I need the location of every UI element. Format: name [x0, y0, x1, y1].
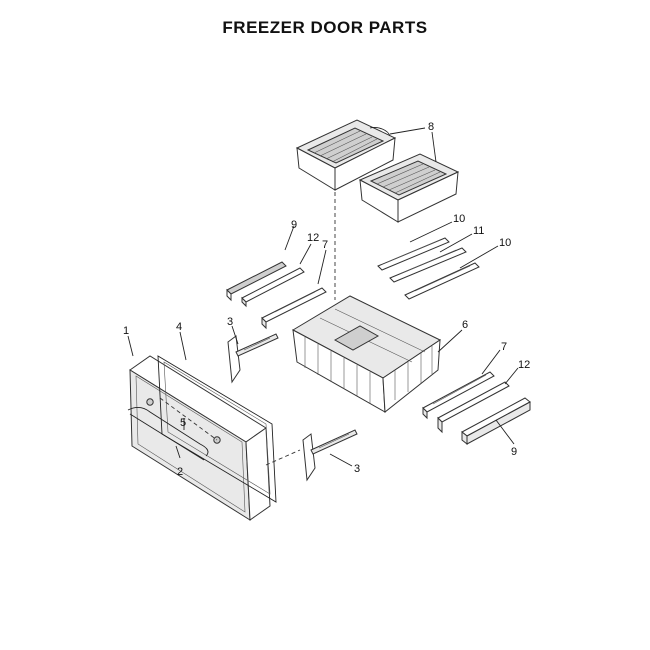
callout-2: 2 — [177, 466, 183, 478]
page-title: FREEZER DOOR PARTS — [222, 18, 428, 37]
callout-7-left: 7 — [322, 239, 328, 251]
alignment-line — [159, 397, 218, 441]
leader-line — [127, 335, 134, 357]
leader-line — [495, 419, 515, 445]
alignment-line — [265, 449, 301, 466]
leader-line — [481, 349, 501, 375]
callout-3-upper: 3 — [227, 316, 233, 328]
leader-line — [389, 127, 426, 135]
rail-10-upper — [377, 237, 450, 271]
callout-1: 1 — [123, 325, 129, 337]
bracket-3-upper — [227, 333, 279, 384]
callout-7-right: 7 — [501, 341, 507, 353]
rail-12-left — [241, 267, 305, 308]
leader-line — [317, 249, 327, 285]
bracket-3-lower — [302, 429, 358, 482]
callout-12-right: 12 — [518, 359, 530, 371]
leader-line — [231, 325, 239, 345]
callout-9-right: 9 — [511, 446, 517, 458]
rail-10-lower — [404, 262, 480, 300]
rail-7-left — [261, 287, 327, 330]
leader-line — [299, 243, 312, 265]
callout-12-left: 12 — [307, 232, 319, 244]
slide-rail-9-left — [226, 261, 287, 302]
door-gasket — [157, 355, 277, 503]
callout-4: 4 — [176, 321, 182, 333]
rail-12-right — [437, 381, 510, 434]
leader-line — [459, 245, 499, 269]
callout-8: 8 — [428, 121, 434, 133]
callout-9-left: 9 — [291, 219, 297, 231]
upper-basket-left — [295, 119, 397, 191]
callout-3-lower: 3 — [354, 463, 360, 475]
callout-11: 11 — [473, 225, 484, 237]
leader-line — [175, 445, 181, 459]
callout-5: 5 — [180, 417, 186, 429]
callout-10-upper: 10 — [453, 213, 465, 225]
rail-11 — [389, 247, 467, 283]
leader-line — [437, 329, 463, 353]
door-handle — [127, 407, 209, 461]
rail-7-right — [422, 371, 495, 420]
main-basket — [291, 295, 442, 413]
callout-6: 6 — [462, 319, 468, 331]
freezer-door — [129, 355, 271, 521]
leader-line — [439, 233, 473, 253]
callout-10-lower: 10 — [499, 237, 511, 249]
leader-line — [284, 225, 295, 251]
leader-line — [431, 131, 437, 163]
leader-line — [504, 367, 519, 385]
upper-basket-right — [358, 153, 460, 223]
leader-line — [409, 221, 453, 243]
leader-line — [329, 453, 353, 467]
leader-line — [179, 331, 187, 361]
